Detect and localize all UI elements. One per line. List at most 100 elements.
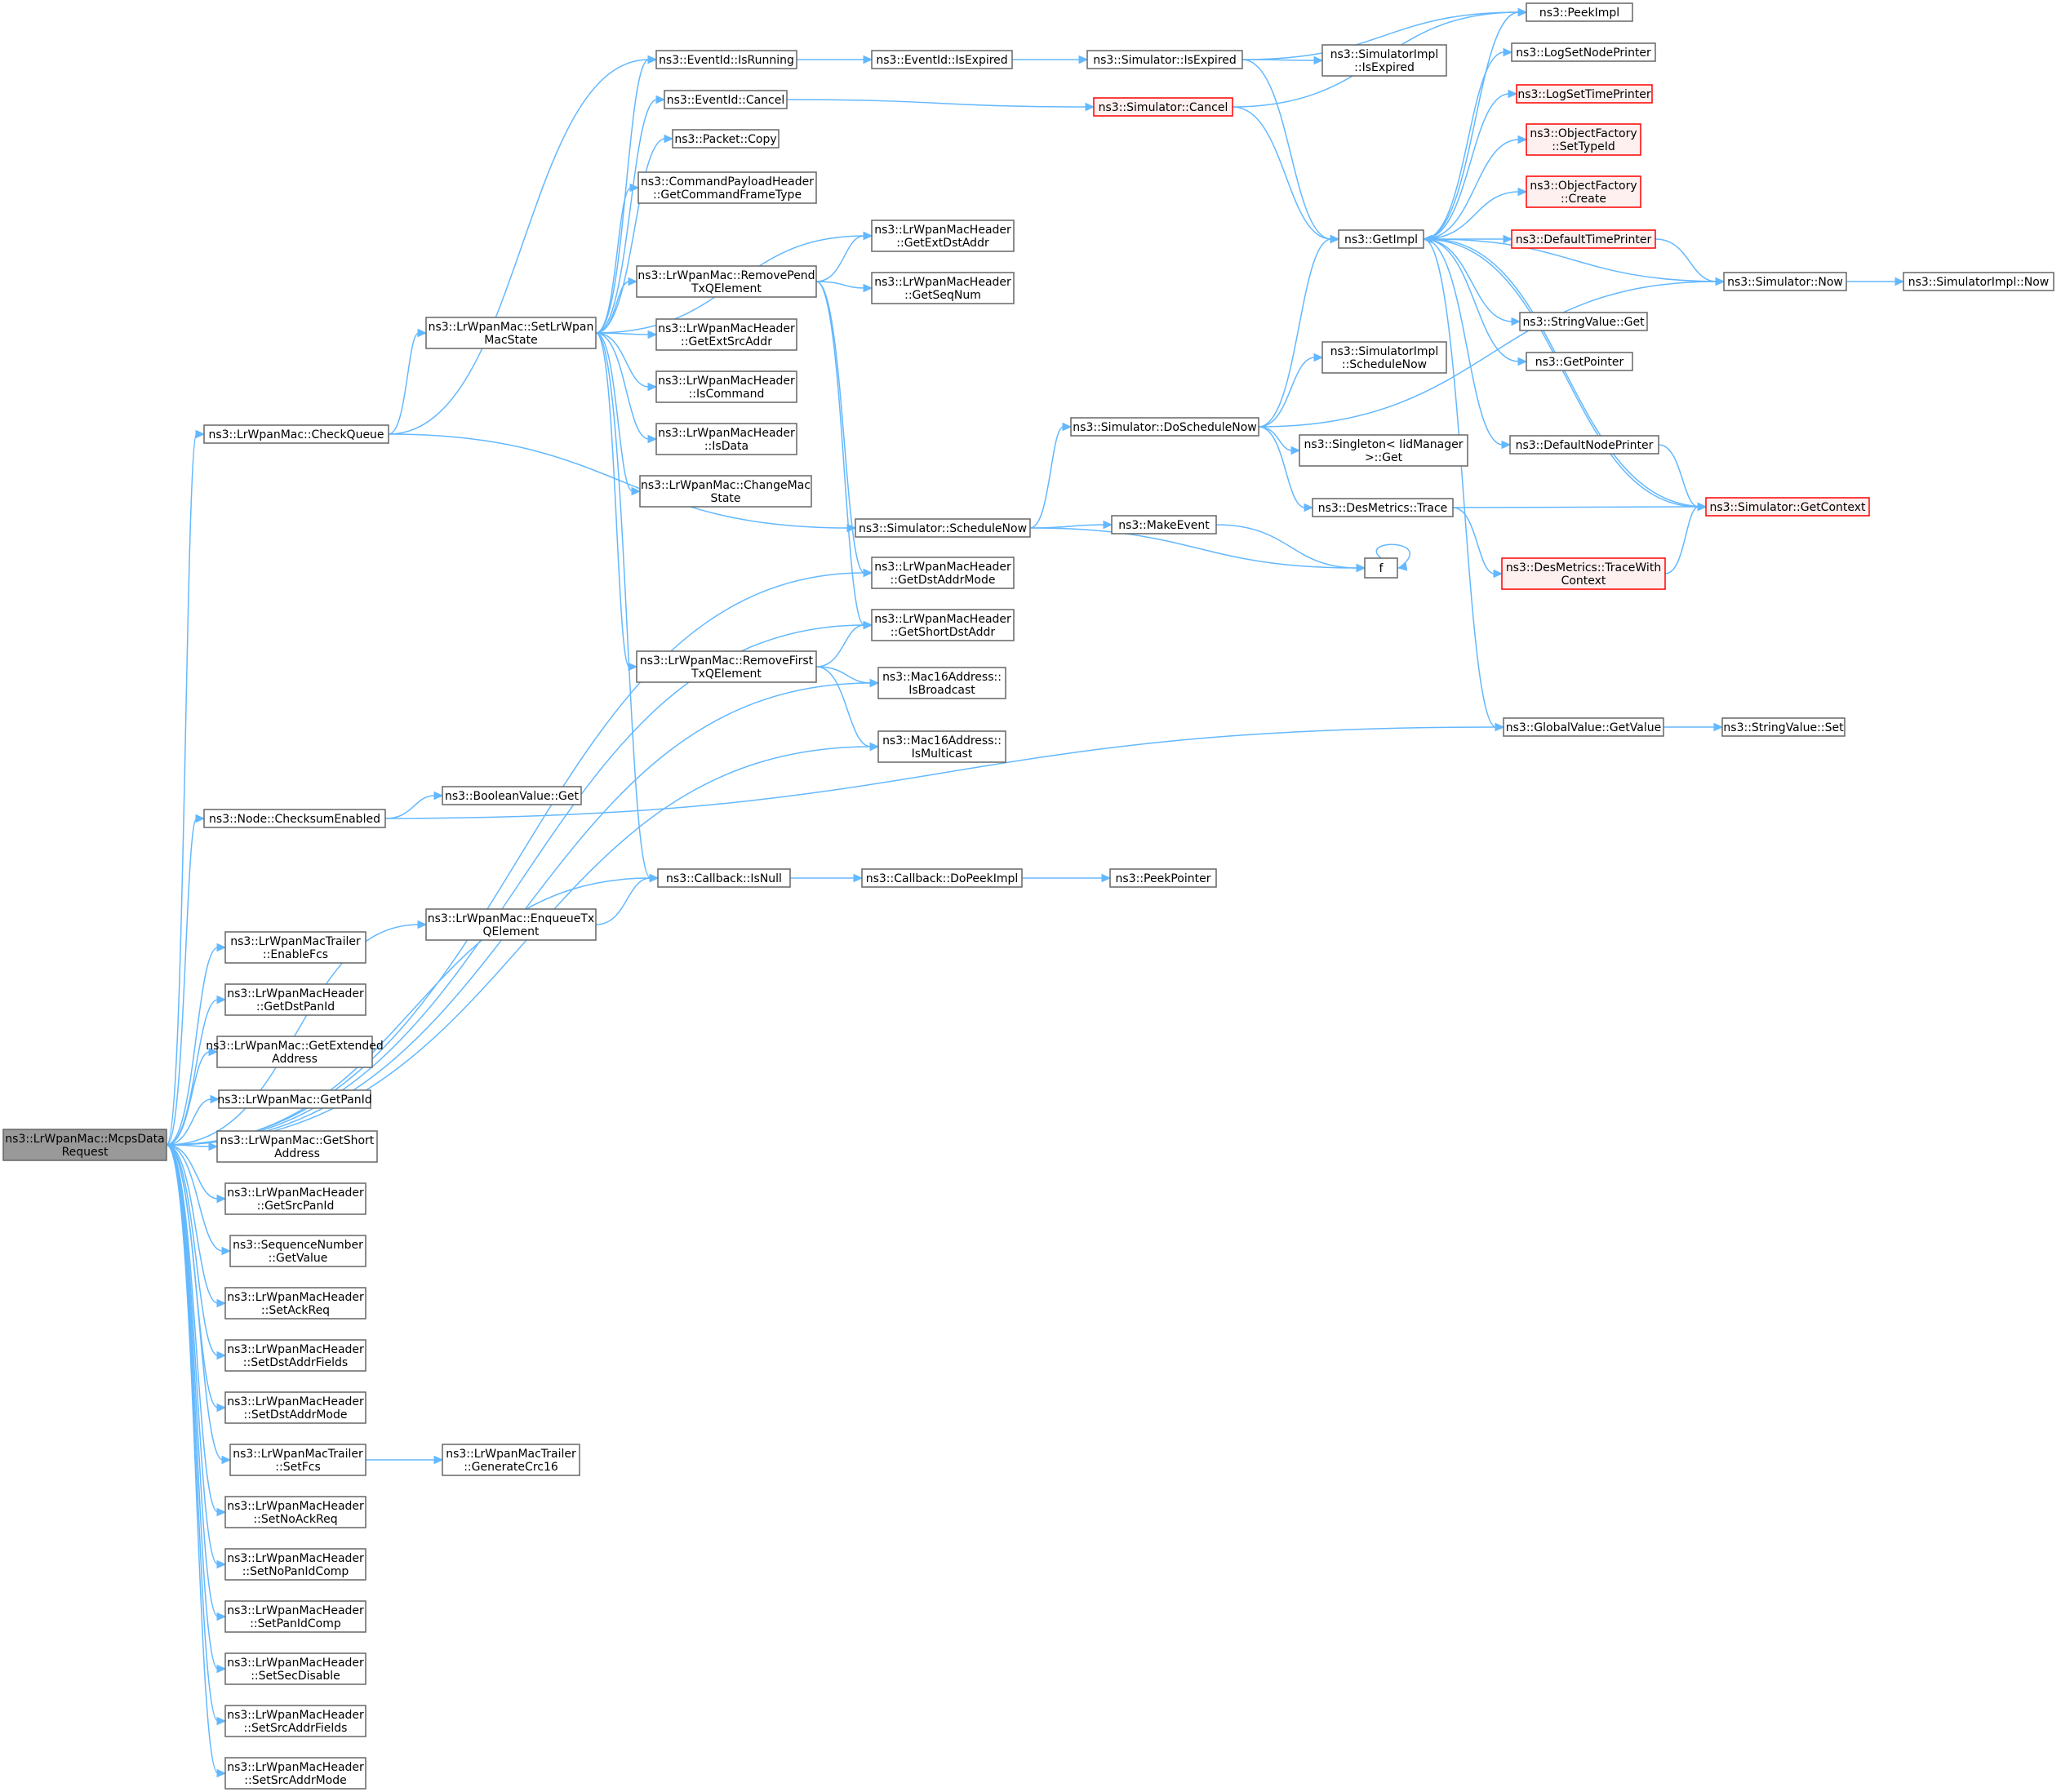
node-logtimeprinter[interactable]: ns3::LogSetTimePrinter (1516, 84, 1653, 104)
edge-line (815, 666, 872, 684)
node-peekpointer[interactable]: ns3::PeekPointer (1109, 868, 1217, 888)
node-singleton[interactable]: ns3::Singleton< IidManager>::Get (1299, 434, 1468, 467)
node-globalgetvalue[interactable]: ns3::GlobalValue::GetValue (1503, 717, 1664, 737)
node-isnull[interactable]: ns3::Callback::IsNull (657, 868, 791, 888)
node-label: ns3::GlobalValue::GetValue (1506, 721, 1661, 734)
node-simcancel[interactable]: ns3::Simulator::Cancel (1093, 97, 1233, 117)
node-simisexpired[interactable]: ns3::Simulator::IsExpired (1086, 50, 1243, 69)
edge-arrowhead (1313, 55, 1324, 65)
node-gencrc[interactable]: ns3::LrWpanMacTrailer::GenerateCrc16 (442, 1444, 580, 1476)
node-destrace[interactable]: ns3::DesMetrics::Trace (1312, 498, 1454, 517)
node-implnow[interactable]: ns3::SimulatorImpl::Now (1903, 272, 2054, 291)
node-box (1501, 557, 1666, 590)
edge-arrowhead (869, 678, 880, 688)
node-setsecdisable[interactable]: ns3::LrWpanMacHeader::SetSecDisable (224, 1652, 366, 1685)
node-getsrcpanid[interactable]: ns3::LrWpanMacHeader::GetSrcPanId (224, 1182, 366, 1215)
edge-doschedulenow-to-getimpl (1258, 234, 1340, 428)
node-defnodeprinter[interactable]: ns3::DefaultNodePrinter (1509, 435, 1659, 455)
node-label: ns3::EventId::IsExpired (876, 54, 1007, 67)
node-enablefcs[interactable]: ns3::LrWpanMacTrailer::EnableFcs (224, 931, 366, 964)
node-peekimpl[interactable]: ns3::PeekImpl (1526, 2, 1633, 22)
node-getdstpanid[interactable]: ns3::LrWpanMacHeader::GetDstPanId (224, 983, 366, 1016)
edge-line (595, 332, 650, 388)
node-box (229, 1235, 366, 1267)
edge-arrowhead (853, 873, 864, 883)
node-label: ns3::Simulator::IsExpired (1093, 54, 1237, 67)
node-getimpl[interactable]: ns3::GetImpl (1338, 229, 1424, 249)
node-label: ::SetSrcAddrMode (244, 1774, 346, 1787)
node-getextdstaddr[interactable]: ns3::LrWpanMacHeader::GetExtDstAddr (871, 220, 1015, 252)
node-setackreq[interactable]: ns3::LrWpanMacHeader::SetAckReq (224, 1287, 366, 1320)
node-makeevent[interactable]: ns3::MakeEvent (1111, 515, 1217, 534)
node-checksum[interactable]: ns3::Node::ChecksumEnabled (203, 809, 386, 828)
node-seqnum[interactable]: ns3::SequenceNumber::GetValue (229, 1235, 366, 1267)
node-schedulenow[interactable]: ns3::Simulator::ScheduleNow (855, 518, 1031, 538)
node-lognodeprinter[interactable]: ns3::LogSetNodePrinter (1511, 42, 1656, 62)
node-isexpired[interactable]: ns3::EventId::IsExpired (871, 50, 1013, 69)
node-box (855, 518, 1031, 538)
node-getpanid[interactable]: ns3::LrWpanMac::GetPanId (217, 1089, 372, 1109)
node-checkqueue[interactable]: ns3::LrWpanMac::CheckQueue (203, 424, 389, 444)
node-simnow[interactable]: ns3::Simulator::Now (1723, 272, 1847, 291)
edge-arrowhead (647, 382, 658, 392)
node-implschedulenow[interactable]: ns3::SimulatorImpl::ScheduleNow (1321, 341, 1447, 374)
node-label: ns3::LrWpanMacHeader (874, 561, 1011, 574)
node-implisexpired[interactable]: ns3::SimulatorImpl::IsExpired (1321, 44, 1447, 77)
node-settypeid[interactable]: ns3::ObjectFactory::SetTypeId (1526, 123, 1641, 156)
node-label: ns3::SimulatorImpl (1330, 48, 1439, 61)
node-getcontext[interactable]: ns3::Simulator::GetContext (1705, 497, 1870, 517)
node-box (636, 265, 817, 298)
node-ismulticast[interactable]: ns3::Mac16Address::IsMulticast (877, 730, 1006, 763)
node-strget[interactable]: ns3::StringValue::Get (1519, 312, 1648, 331)
node-cancel[interactable]: ns3::EventId::Cancel (664, 90, 788, 109)
node-iscommand[interactable]: ns3::LrWpanMacHeader::IsCommand (655, 370, 797, 403)
edge-doschedulenow-to-implschedulenow (1258, 353, 1324, 428)
node-setsrcaddrmode[interactable]: ns3::LrWpanMacHeader::SetSrcAddrMode (224, 1757, 366, 1790)
node-setnoackreq[interactable]: ns3::LrWpanMacHeader::SetNoAckReq (224, 1496, 366, 1528)
node-isbroadcast[interactable]: ns3::Mac16Address::IsBroadcast (877, 667, 1006, 699)
node-getshortdstaddr[interactable]: ns3::LrWpanMacHeader::GetShortDstAddr (871, 609, 1015, 641)
node-deftimeprinter[interactable]: ns3::DefaultTimePrinter (1511, 229, 1656, 249)
edge-destrace-to-tracewith (1452, 507, 1504, 579)
node-doschedulenow[interactable]: ns3::Simulator::DoScheduleNow (1070, 417, 1259, 437)
node-f[interactable]: f (1364, 557, 1398, 579)
node-setfcs[interactable]: ns3::LrWpanMacTrailer::SetFcs (229, 1444, 366, 1476)
node-setnopanidcomp[interactable]: ns3::LrWpanMacHeader::SetNoPanIdComp (224, 1548, 366, 1581)
edge-line (1664, 506, 1699, 574)
node-dopeekimpl[interactable]: ns3::Callback::DoPeekImpl (861, 868, 1023, 888)
edge-line (166, 924, 420, 1146)
node-strset[interactable]: ns3::StringValue::Set (1721, 717, 1846, 737)
node-setpanidcomp[interactable]: ns3::LrWpanMacHeader::SetPanIdComp (224, 1600, 366, 1633)
node-getpointer[interactable]: ns3::GetPointer (1526, 352, 1633, 371)
node-label: ::EnableFcs (263, 948, 328, 961)
node-packetcopy[interactable]: ns3::Packet::Copy (672, 129, 780, 149)
node-isdata[interactable]: ns3::LrWpanMacHeader::IsData (655, 423, 797, 455)
node-cmdframetype[interactable]: ns3::CommandPayloadHeader::GetCommandFra… (637, 171, 817, 204)
edge-root-to-setnoackreq (166, 1144, 227, 1517)
node-getextsrcaddr[interactable]: ns3::LrWpanMacHeader::GetExtSrcAddr (655, 318, 797, 351)
edge-arrowhead (1078, 55, 1089, 64)
edge-arrowhead (628, 277, 638, 286)
node-objcreate[interactable]: ns3::ObjectFactory::Create (1526, 175, 1641, 208)
node-isrunning[interactable]: ns3::EventId::IsRunning (655, 50, 797, 69)
node-setdstaddrmode[interactable]: ns3::LrWpanMacHeader::SetDstAddrMode (224, 1391, 366, 1424)
edge-checkqueue-to-isrunning (388, 55, 658, 435)
node-booleanget[interactable]: ns3::BooleanValue::Get (442, 786, 582, 805)
node-setdstaddrfields[interactable]: ns3::LrWpanMacHeader::SetDstAddrFields (224, 1339, 366, 1372)
node-label: ns3::LogSetNodePrinter (1516, 47, 1651, 60)
node-getdstaddrmode[interactable]: ns3::LrWpanMacHeader::GetDstAddrMode (871, 557, 1015, 589)
node-setsrcaddrfields[interactable]: ns3::LrWpanMacHeader::SetSrcAddrFields (224, 1705, 366, 1737)
node-getseqnum[interactable]: ns3::LrWpanMacHeader::GetSeqNum (871, 272, 1015, 304)
edge-arrowhead (1103, 520, 1113, 530)
node-label: IsBroadcast (908, 684, 975, 697)
